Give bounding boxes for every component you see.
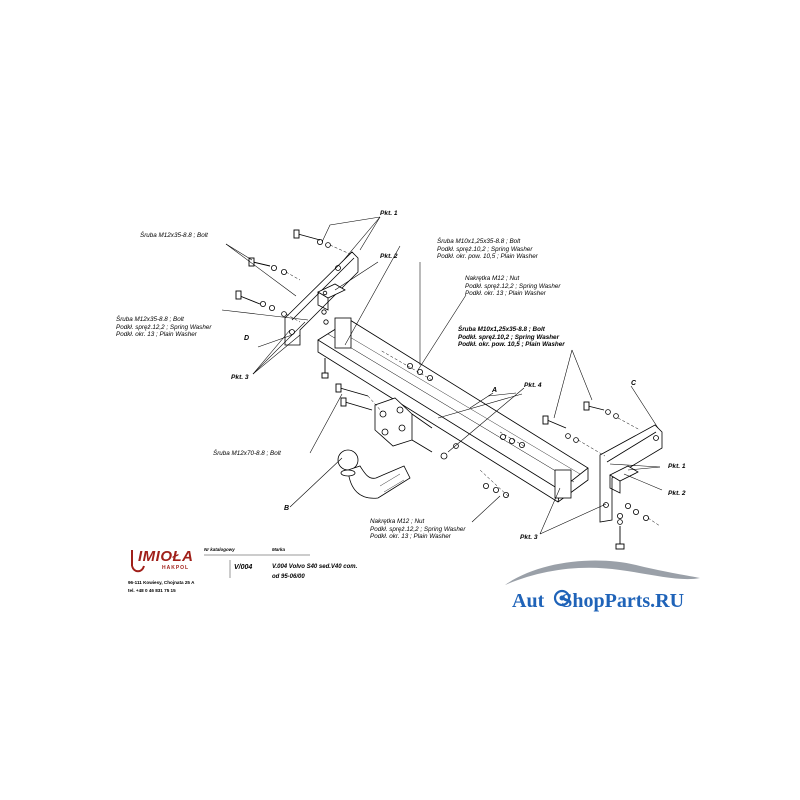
label-bolt-top-center: Śruba M10x1,25x35-8.8 ; Bolt Podkł. sprę…: [437, 238, 538, 261]
brand-label: Marka: [272, 547, 286, 552]
point-4: Pkt. 4: [524, 382, 542, 389]
callout-c: C: [631, 380, 637, 387]
washers-and-nuts: [259, 238, 650, 525]
label-line: Podkł. okr. pow. 10,5 ; Plain Washer: [458, 341, 565, 349]
label-nut-top: Nakrętka M12 ; Nut Podkł. spręż.12,2 ; S…: [465, 275, 560, 298]
label-line: Podkł. okr. 13 ; Plain Washer: [116, 331, 197, 339]
tow-plate: [374, 397, 433, 453]
label-line: Śruba M10x1,25x35-8.8 ; Bolt: [458, 326, 545, 333]
watermark-suffix: .RU: [650, 590, 685, 612]
watermark-ring: [553, 589, 571, 607]
bolts: [235, 229, 625, 550]
watermark-text: Aut ShopParts.RU: [512, 590, 684, 613]
label-bolt-ball: Śruba M12x70-8.8 ; Bolt: [213, 450, 281, 458]
left-angle-bracket: [317, 283, 346, 311]
label-nut-bottom: Nakrętka M12 ; Nut Podkł. spręż.12,2 ; S…: [370, 518, 465, 541]
callout-b: B: [284, 505, 290, 512]
callout-d: D: [244, 335, 250, 342]
company-phone: tel. +48 0 46 831 75 15: [128, 588, 176, 593]
vehicle-description: V.004 Volvo S40 sed.V40 com.: [272, 564, 358, 570]
label-line: Podkł. okr. 13 ; Plain Washer: [370, 533, 451, 541]
label-bolt-left-mid: Śruba M12x35-8.8 ; Bolt Podkł. spręż.12,…: [116, 316, 211, 339]
point-2-top: Pkt. 2: [380, 253, 398, 260]
company-logo: IMIOŁA: [138, 548, 194, 565]
watermark-middle: ShopParts: [561, 590, 651, 612]
label-line: Podkł. spręż.12,2 ; Spring Washer: [465, 282, 561, 290]
watermark-swoosh: [505, 560, 700, 585]
label-line: Podkł. spręż.10,2 ; Spring Washer: [458, 333, 560, 341]
point-1-right: Pkt. 1: [668, 463, 686, 470]
catalog-label: Nr katalogowy: [204, 547, 235, 552]
label-line: Podkł. okr. 13 ; Plain Washer: [465, 290, 546, 298]
leader-lines: [221, 216, 663, 535]
production-date: od 95-06/00: [272, 574, 305, 580]
company-logo-sub: HAKPOL: [162, 565, 190, 571]
label-line: Podkł. spręż.10,2 ; Spring Washer: [437, 245, 533, 253]
label-line: Podkł. spręż.12,2 ; Spring Washer: [116, 323, 212, 331]
label-line: Śruba M12x35-8.8 ; Bolt: [116, 316, 184, 323]
company-address: 96-111 Kowiesy, Chojnata 25 A: [128, 580, 195, 585]
callout-a: A: [492, 387, 498, 394]
left-bracket: [284, 251, 359, 346]
title-block-frame: [204, 554, 310, 578]
assembly-axes: [285, 244, 661, 527]
point-1-top: Pkt. 1: [380, 210, 398, 217]
tow-ball: [337, 449, 411, 499]
label-line: Śruba M12x70-8.8 ; Bolt: [213, 450, 281, 457]
label-line: Podkł. spręż.12,2 ; Spring Washer: [370, 525, 466, 533]
watermark-prefix: Aut: [512, 590, 545, 612]
label-line: Śruba M12x35-8.8 ; Bolt: [140, 232, 208, 239]
point-3-left: Pkt. 3: [231, 374, 249, 381]
label-bolt-top-left: Śruba M12x35-8.8 ; Bolt: [140, 232, 208, 240]
point-3-bottom: Pkt. 3: [520, 534, 538, 541]
catalog-code: V/004: [234, 564, 253, 571]
label-bolt-right: Śruba M10x1,25x35-8.8 ; Bolt Podkł. sprę…: [458, 326, 565, 349]
imiola-logo-mark: [131, 550, 145, 573]
label-line: Nakrętka M12 ; Nut: [465, 275, 520, 282]
point-2-right: Pkt. 2: [668, 490, 686, 497]
label-line: Nakrętka M12 ; Nut: [370, 518, 425, 525]
label-line: Śruba M10x1,25x35-8.8 ; Bolt: [437, 238, 521, 245]
label-line: Podkł. okr. pow. 10,5 ; Plain Washer: [437, 253, 538, 261]
